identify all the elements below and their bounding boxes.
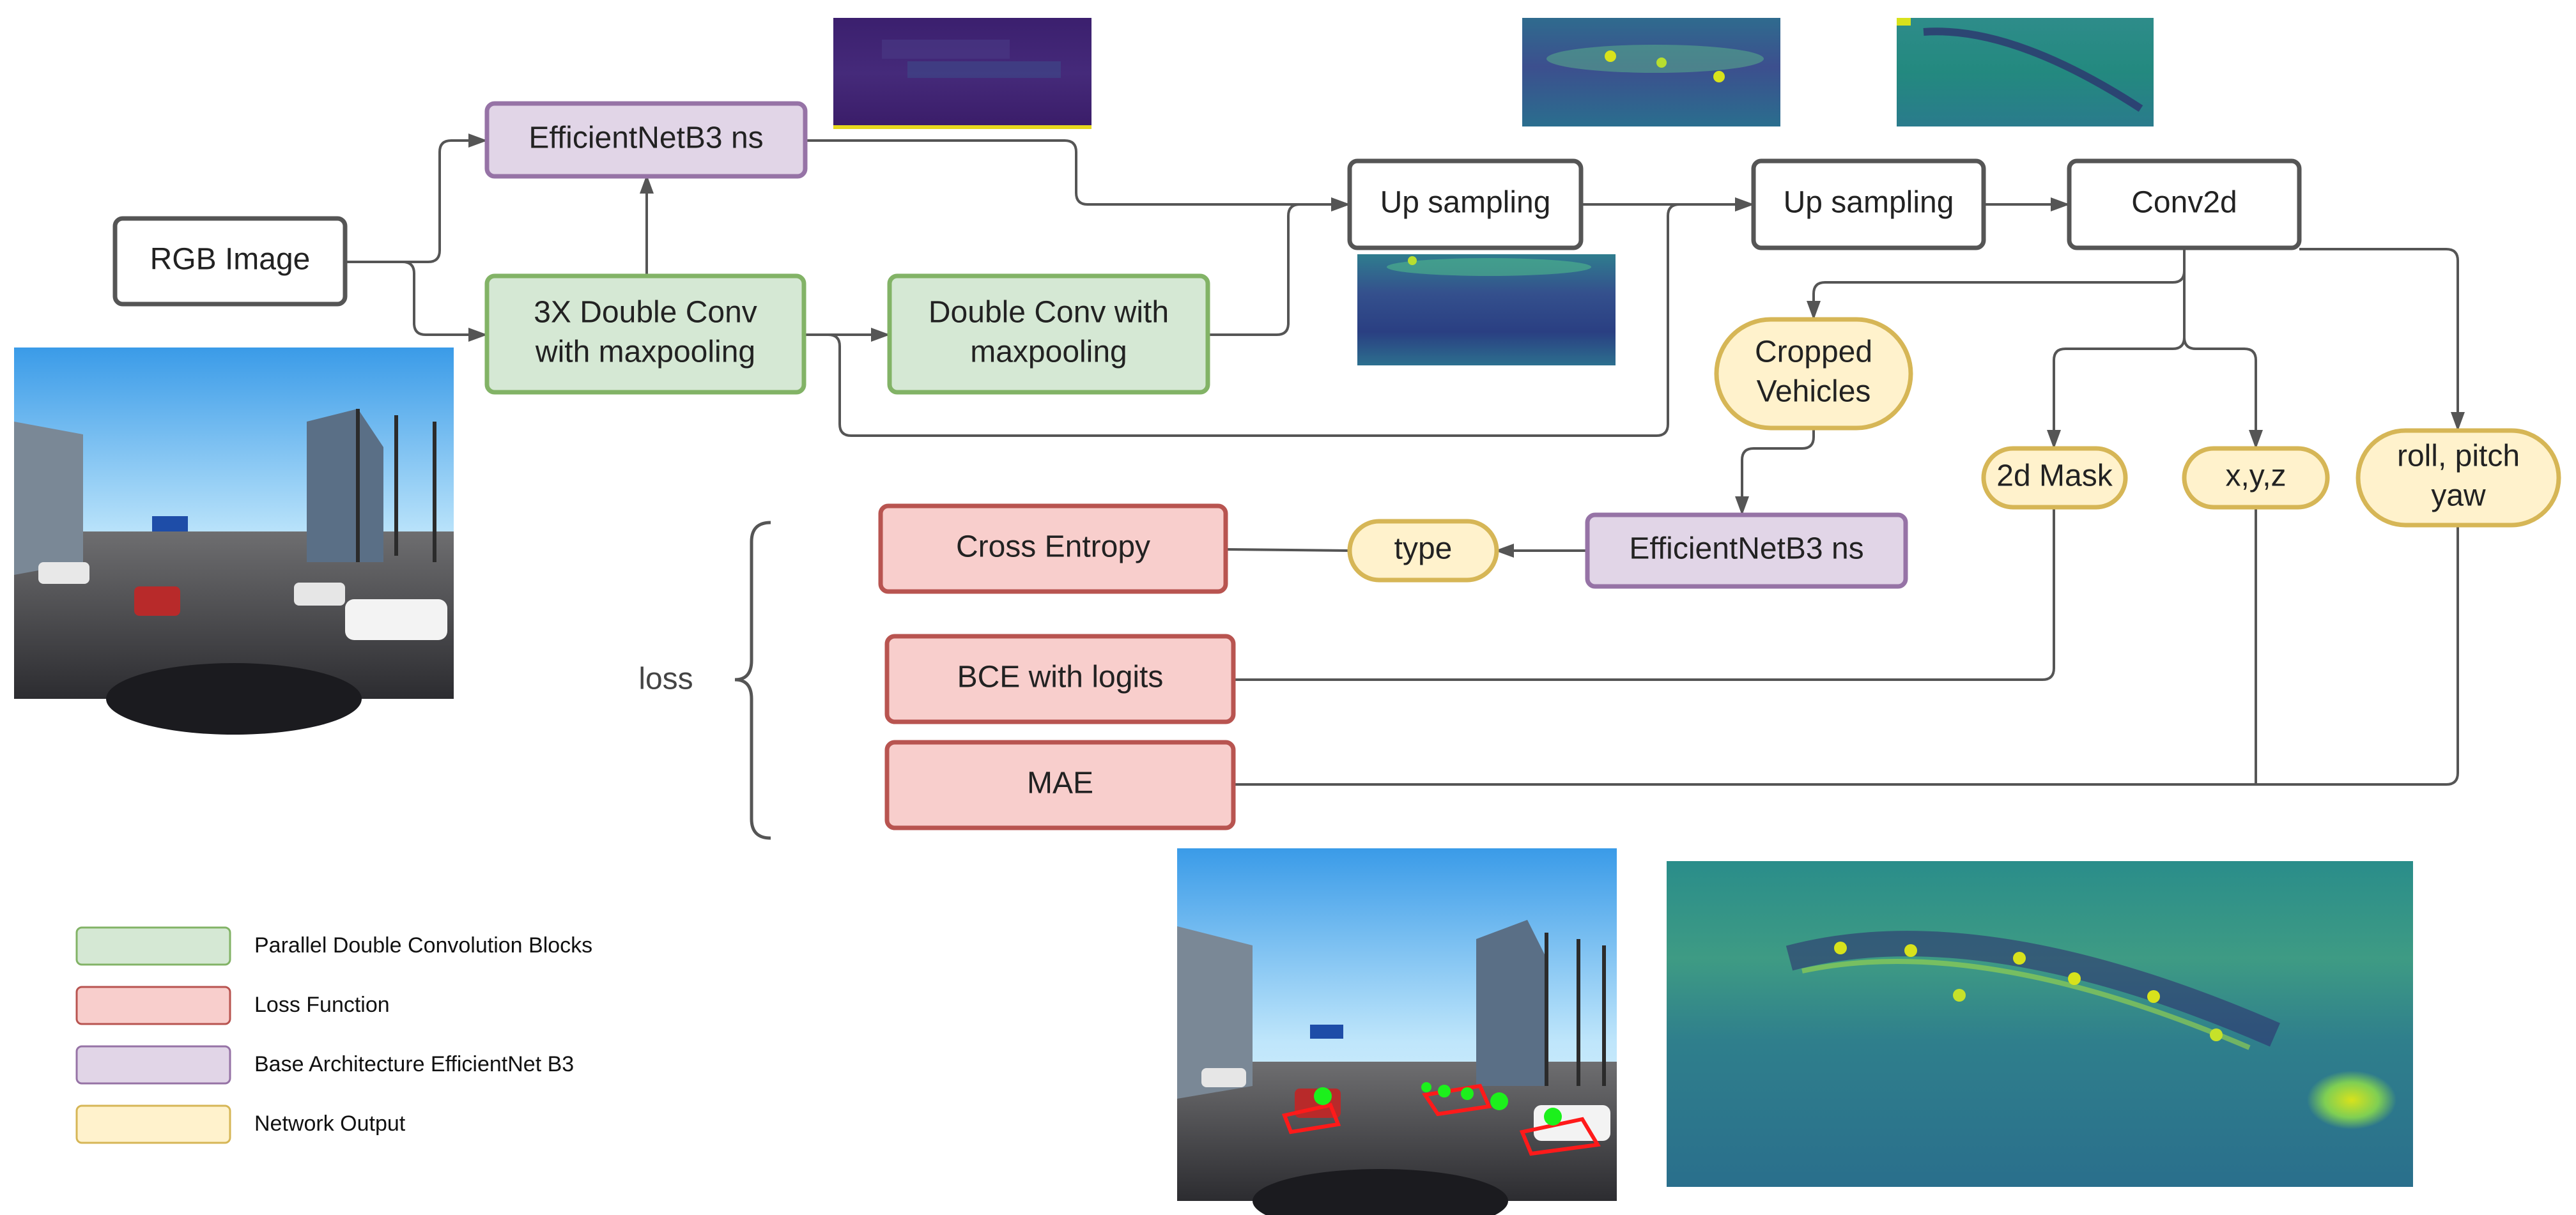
mae-loss-node-label-line-1: MAE [1027,767,1093,800]
upsample-2-node-label-line-1: Up sampling [1784,186,1954,220]
rpy-output-node: roll, pitch yaw [2356,428,2561,528]
triple-double-conv-node-label-line-2: with maxpooling [535,335,755,369]
type-output-node-label-line-1: type [1394,532,1453,566]
conv2d-node: Conv2d [2067,158,2302,250]
legend-item: Parallel Double Convolution Blocks [75,926,592,966]
xyz-output-node-label-line-1: x,y,z [2225,459,2286,493]
legend-item: Network Output [75,1104,406,1144]
efficientnet-bottom-node: EfficientNetB3 ns [1585,512,1908,589]
output-heatmap [1667,861,2413,1187]
rpy-output-node-label-line-1: roll, pitch [2397,439,2520,473]
rgb-image-node-box [112,216,348,307]
legend-swatch [75,986,231,1025]
legend-item: Loss Function [75,986,390,1025]
edge-type-to-crossentropy [1225,548,1350,552]
edges [345,134,2465,786]
legend-swatch [75,926,231,966]
conv2d-node-box [2067,158,2302,250]
cross-entropy-loss-node-label-line-1: Cross Entropy [956,530,1150,564]
edge-conv2d-to-rpy [2299,248,2465,431]
efficientnet-top-node-box [484,101,808,179]
legend-swatch [75,1045,231,1085]
cross-entropy-loss-node: Cross Entropy [878,503,1228,594]
legend-label: Network Output [254,1112,406,1136]
feature-map-upsample1 [1357,254,1616,365]
triple-double-conv-node-label-line-1: 3X Double Conv [534,296,757,330]
mask-output-node-box [1981,446,2128,510]
xyz-output-node: x,y,z [2182,446,2330,510]
edge-conv2d-to-cropped [1807,248,2186,320]
rpy-output-node-label-line-2: yaw [2431,479,2486,513]
double-conv-node-box [887,273,1210,395]
cropped-vehicles-node-label-line-1: Cropped [1755,335,1872,369]
mae-loss-node-box [884,740,1236,830]
cross-entropy-loss-node-box [878,503,1228,594]
feature-map-effnet [833,18,1091,129]
input-road-photo [14,348,454,735]
edge-conv2d-to-mask [2047,248,2186,449]
type-output-node: type [1347,519,1499,583]
legend-item: Base Architecture EfficientNet B3 [75,1045,574,1085]
type-output-node-box [1347,519,1499,583]
rgb-image-node: RGB Image [112,216,348,307]
xyz-output-node-box [2182,446,2330,510]
conv2d-node-label-line-1: Conv2d [2131,186,2237,220]
edge-tripleconv-skip-to-upsample2 [804,197,1754,437]
cropped-vehicles-node-box [1714,317,1913,431]
edge-mask-to-bce [1233,507,2055,681]
legend-label: Loss Function [254,993,390,1017]
efficientnet-bottom-node-label-line-1: EfficientNetB3 ns [1629,532,1863,566]
bce-loss-node-label-line-1: BCE with logits [957,661,1164,694]
feature-map-upsample2-b [1897,18,2154,126]
upsample-1-node-box [1347,158,1584,250]
rgb-image-node-label-line-1: RGB Image [150,243,311,277]
double-conv-node: Double Conv with maxpooling [887,273,1210,395]
triple-double-conv-node: 3X Double Conv with maxpooling [484,273,806,395]
upsample-1-node-label-line-1: Up sampling [1380,186,1551,220]
legend-swatch [75,1104,231,1144]
legend-label: Parallel Double Convolution Blocks [254,933,592,958]
edge-effnet-to-upsample1 [805,139,1350,211]
legend-label: Base Architecture EfficientNet B3 [254,1052,574,1076]
upsample-2-node-box [1751,158,1986,250]
mask-output-node: 2d Mask [1981,446,2128,510]
edge-conv2d-to-xyz [2183,248,2263,449]
loss-group: loss [638,521,771,840]
mask-output-node-label-line-1: 2d Mask [1996,459,2113,493]
bce-loss-node-box [884,634,1236,724]
loss-label: loss [638,662,693,696]
efficientnet-bottom-node-box [1585,512,1908,589]
triple-double-conv-node-box [484,273,806,395]
double-conv-node-label-line-2: maxpooling [970,335,1127,369]
edge-cropped-to-effnet-bottom [1735,428,1815,516]
edge-rgb-to-effnet [345,134,488,263]
loss-brace [734,521,771,840]
cropped-vehicles-node-label-line-2: Vehicles [1757,375,1871,409]
double-conv-node-label-line-1: Double Conv with [929,296,1169,330]
efficientnet-top-node-label-line-1: EfficientNetB3 ns [528,121,763,155]
edge-doubleconv-to-upsample1 [1208,197,1350,336]
bce-loss-node: BCE with logits [884,634,1236,724]
edge-rgb-to-tripleconv [345,261,488,342]
upsample-1-node: Up sampling [1347,158,1584,250]
output-road-photo [1177,848,1617,1215]
rpy-output-node-box [2356,428,2561,528]
mae-loss-node: MAE [884,740,1236,830]
feature-map-upsample2-a [1522,18,1780,126]
upsample-2-node: Up sampling [1751,158,1986,250]
edge-rpy-to-mae [2256,525,2459,786]
efficientnet-top-node: EfficientNetB3 ns [484,101,808,179]
